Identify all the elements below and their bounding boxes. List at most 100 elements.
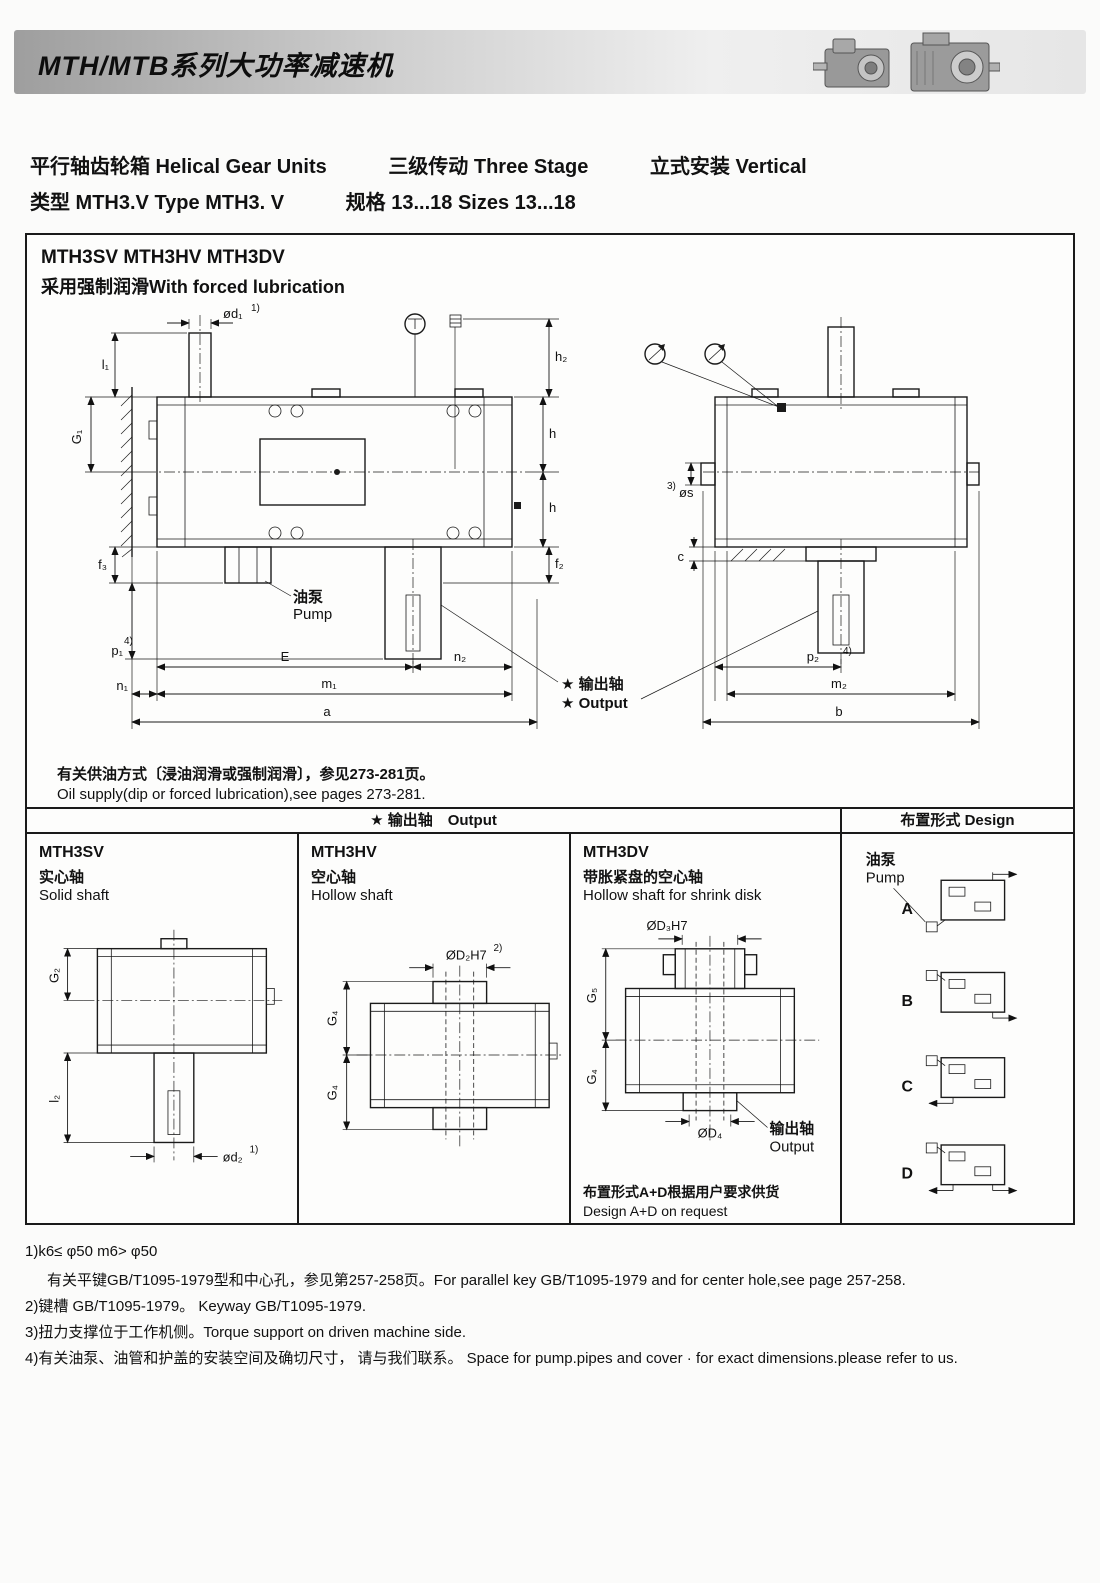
dim-s-sup: 3) xyxy=(667,481,676,492)
main-technical-drawing: ød₁ 1) 油泵 Pump xyxy=(69,303,980,729)
dv-output-label-en: Output xyxy=(770,1139,816,1155)
table-header-output: ★ 输出轴 Output xyxy=(370,812,497,829)
dim-G4-upper-label: G₄ xyxy=(325,1011,340,1026)
design-letter-c: C xyxy=(901,1078,913,1095)
table-body: MTH3SV 实心轴 Solid shaft xyxy=(27,834,1073,1223)
design-variants-drawing: 油泵 Pump A B xyxy=(866,850,1018,1195)
dim-d2-sup: 1) xyxy=(249,1144,258,1155)
mth3hv-type-cn: 空心轴 xyxy=(311,869,357,886)
intro-sizes: 规格 13...18 Sizes 13...18 xyxy=(345,192,576,214)
dv-output-label-cn: 输出轴 xyxy=(770,1119,815,1137)
dim-m2-label: m₂ xyxy=(831,676,847,691)
footnote-4: 4)有关油泵、油管和护盖的安装空间及确切尺寸， 请与我们联系。 Space fo… xyxy=(25,1350,958,1367)
intro-type: 类型 MTH3.V Type MTH3. V xyxy=(30,192,285,214)
models-title: MTH3SV MTH3HV MTH3DV xyxy=(41,247,285,268)
oil-supply-note-en: Oil supply(dip or forced lubrication),se… xyxy=(57,786,426,803)
header-bar: MTH/MTB系列大功率减速机 xyxy=(14,30,1086,94)
mth3dv-type-en: Hollow shaft for shrink disk xyxy=(583,887,762,904)
design-letter-d: D xyxy=(901,1166,912,1183)
side-view: 3) øs c xyxy=(644,317,980,729)
footnote-1b: 有关平键GB/T1095-1979型和中心孔，参见第257-258页。For p… xyxy=(47,1272,906,1289)
column-mth3dv: MTH3DV 带胀紧盘的空心轴 Hollow shaft for shrink … xyxy=(569,834,840,1223)
oil-supply-note-cn: 有关供油方式〔浸油润滑或强制润滑〕，参见273-281页。 xyxy=(57,766,435,783)
footnotes: 1)k6≤ φ50 m6> φ50 有关平键GB/T1095-1979型和中心孔… xyxy=(25,1243,1075,1373)
design-variant-c: C xyxy=(901,1055,1006,1107)
mth3sv-type-en: Solid shaft xyxy=(39,887,110,904)
intro-helical: 平行轴齿轮箱 Helical Gear Units xyxy=(30,156,327,178)
design-letter-b: B xyxy=(901,993,912,1010)
dim-D2H7-sup: 2) xyxy=(494,943,503,954)
main-drawing-box: MTH3SV MTH3HV MTH3DV 采用强制润滑With forced l… xyxy=(25,233,1075,1225)
dim-D4-label: ØD₄ xyxy=(698,1125,723,1140)
dim-G1-label: G₁ xyxy=(69,429,84,444)
dim-G2-label: G₂ xyxy=(47,968,62,983)
intro-line-1: 平行轴齿轮箱 Helical Gear Units 三级传动 Three Sta… xyxy=(30,150,863,179)
dim-l2-label: l₂ xyxy=(47,1095,62,1103)
table-header-row: ★ 输出轴 Output 布置形式 Design xyxy=(27,807,1073,834)
dim-E-label: E xyxy=(281,649,290,664)
mth3sv-model: MTH3SV xyxy=(39,844,104,861)
dim-f3-label: f₃ xyxy=(98,557,107,572)
mth3hv-type-en: Hollow shaft xyxy=(311,887,393,904)
dim-a-label: a xyxy=(323,704,331,719)
gear-unit-photo-2 xyxy=(910,32,1000,92)
mth3dv-drawing: ØD₃H7 G₅ G₄ ØD₄ 输出轴 Output xyxy=(584,918,820,1155)
dim-n1-label: n₁ xyxy=(116,678,128,693)
output-callout: ★ 输出轴 ★ Output xyxy=(440,604,819,712)
pump-label-en: Pump xyxy=(293,606,332,623)
pump-label-cn: 油泵 xyxy=(293,588,323,606)
mth3dv-model: MTH3DV xyxy=(583,844,649,861)
mth3sv-drawing: G₂ l₂ ød₂ 1) xyxy=(47,929,283,1164)
footnote-2: 2)键槽 GB/T1095-1979。 Keyway GB/T1095-1979… xyxy=(25,1298,367,1315)
mth3hv-drawing: ØD₂H7 2) G₄ G₄ xyxy=(325,943,564,1147)
dim-G5-label: G₅ xyxy=(584,988,599,1003)
output-label-en: ★ Output xyxy=(561,695,628,712)
dim-d1-label: ød₁ xyxy=(223,306,243,321)
design-variant-a: A xyxy=(901,870,1018,933)
dim-c-label: c xyxy=(678,549,685,564)
dim-b-label: b xyxy=(835,704,842,719)
column-mth3hv: MTH3HV 空心轴 Hollow shaft xyxy=(297,834,569,1223)
dim-p2-label: p₂ xyxy=(807,649,819,664)
output-label-cn: ★ 输出轴 xyxy=(561,675,624,693)
intro-vertical: 立式安装 Vertical xyxy=(649,156,807,178)
table-header-design: 布置形式 Design xyxy=(840,809,1073,832)
dim-s-label: øs xyxy=(679,485,694,500)
footnote-1a: 1)k6≤ φ50 m6> φ50 xyxy=(25,1243,158,1260)
dim-p2-sup: 4) xyxy=(843,646,852,657)
dim-f2-label: f₂ xyxy=(555,556,564,571)
dim-p1-sup: 4) xyxy=(124,636,133,647)
grease-point-icon xyxy=(644,343,666,365)
mth3hv-model: MTH3HV xyxy=(311,844,377,861)
dim-n2-label: n₂ xyxy=(454,649,466,664)
dim-d2-label: ød₂ xyxy=(223,1149,243,1164)
dim-h-lower-label: h xyxy=(549,500,556,515)
dim-m1-label: m₁ xyxy=(321,676,337,691)
design-letter-a: A xyxy=(901,901,913,918)
dim-l1-label: l₁ xyxy=(102,357,110,372)
mth3sv-type-cn: 实心轴 xyxy=(39,869,85,886)
dim-h2-label: h₂ xyxy=(555,349,567,364)
dim-D2H7-label: ØD₂H7 xyxy=(446,948,487,963)
column-mth3sv: MTH3SV 实心轴 Solid shaft xyxy=(27,834,297,1223)
design-ad-note-en: Design A+D on request xyxy=(583,1203,728,1219)
lubrication-note: 采用强制润滑With forced lubrication xyxy=(41,277,345,297)
page-title: MTH/MTB系列大功率减速机 xyxy=(38,51,394,81)
front-view: ød₁ 1) 油泵 Pump xyxy=(69,303,567,729)
gear-unit-photo-1 xyxy=(813,38,890,88)
design-pump-label-cn: 油泵 xyxy=(866,850,896,868)
design-variant-d: D xyxy=(901,1142,1018,1195)
intro-three-stage: 三级传动 Three Stage xyxy=(388,156,589,178)
mth3dv-type-cn: 带胀紧盘的空心轴 xyxy=(583,869,704,886)
column-design: 油泵 Pump A B xyxy=(840,834,1073,1223)
dim-d1-sup: 1) xyxy=(251,303,260,314)
dim-G4-label: G₄ xyxy=(584,1069,599,1084)
design-pump-label-en: Pump xyxy=(866,870,905,886)
intro-line-2: 类型 MTH3.V Type MTH3. V 规格 13...18 Sizes … xyxy=(30,186,632,215)
design-ad-note-cn: 布置形式A+D根据用户要求供货 xyxy=(583,1184,780,1200)
dim-D3H7-label: ØD₃H7 xyxy=(646,918,687,933)
design-variant-b: B xyxy=(901,970,1018,1022)
dim-G4-lower-label: G₄ xyxy=(325,1085,340,1100)
footnote-3: 3)扭力支撑位于工作机侧。Torque support on driven ma… xyxy=(25,1324,466,1341)
